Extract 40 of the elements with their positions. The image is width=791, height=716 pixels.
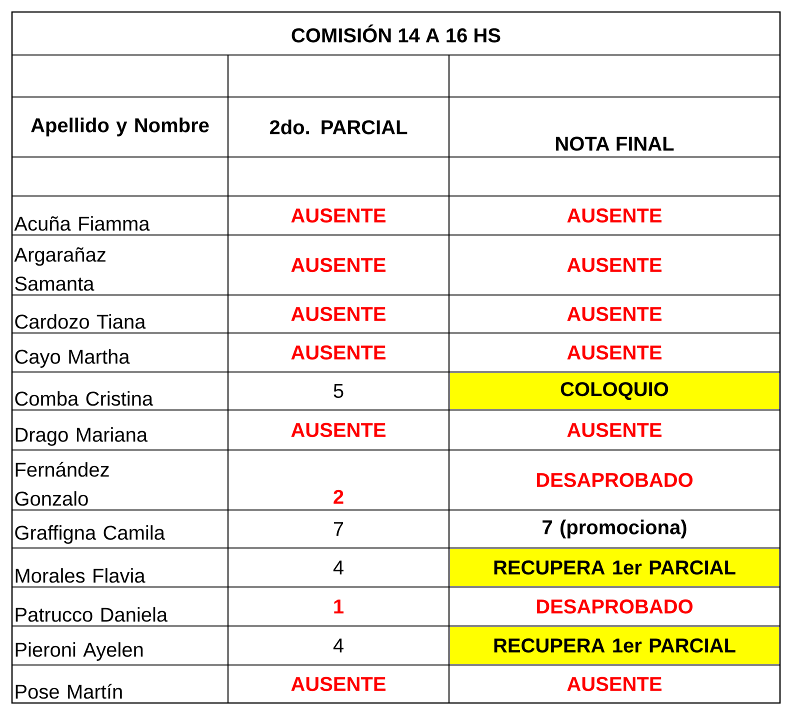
table-cell: Pose Martín <box>16 684 122 699</box>
table-cell: 5 <box>334 384 344 398</box>
table-title: COMISIÓN 14 A 16 HS <box>292 24 500 42</box>
table-cell: COLOQUIO <box>450 373 779 409</box>
table-cell: Apellido y Nombre <box>31 118 209 136</box>
table-cell: 4 <box>333 638 344 652</box>
table-cell: Fernández Gonzalo <box>15 462 109 506</box>
table-cell: Argarañaz Samanta <box>14 247 106 291</box>
table-cell: DESAPROBADO <box>536 472 693 488</box>
table-cell: DESAPROBADO <box>536 599 693 614</box>
table-cell: 2do. PARCIAL <box>270 120 408 134</box>
table-cell: AUSENTE <box>567 306 662 322</box>
table-cell: RECUPERA 1er PARCIAL <box>450 549 779 586</box>
table-cell: AUSENTE <box>291 422 386 438</box>
table-cell: AUSENTE <box>567 208 662 223</box>
table-cell: 2 <box>334 490 344 504</box>
table-cell: NOTA FINAL <box>556 136 674 151</box>
table-cell: AUSENTE <box>291 258 386 272</box>
table-cell: 4 <box>333 560 344 574</box>
table-cell: Pieroni Ayelen <box>16 642 143 661</box>
table-cell: Acuña Fiamma <box>14 216 150 231</box>
table-cell: 7 <box>334 522 344 536</box>
table-cell: Patrucco Daniela <box>16 607 168 622</box>
table-cell: AUSENTE <box>291 345 386 360</box>
table-cell: Drago Mariana <box>16 427 148 446</box>
table-cell: 1 <box>334 600 344 614</box>
table-cell: AUSENTE <box>567 676 662 692</box>
table-cell: RECUPERA 1er PARCIAL <box>450 627 779 664</box>
table-cell: Cayo Martha <box>15 349 130 368</box>
table-cell: AUSENTE <box>567 258 662 272</box>
table-cell: 7 (promociona) <box>542 520 686 538</box>
table-cell: AUSENTE <box>291 676 386 692</box>
table-cell: AUSENTE <box>291 306 386 322</box>
table-cell: AUSENTE <box>291 208 386 223</box>
table-cell: Graffigna Camila <box>15 525 165 544</box>
table-cell: AUSENTE <box>567 422 662 438</box>
table-cell: Morales Flavia <box>16 568 146 583</box>
table-cell: AUSENTE <box>567 345 662 360</box>
table-cell: Comba Cristina <box>15 391 154 406</box>
table-cell: Cardozo Tiana <box>15 314 146 329</box>
